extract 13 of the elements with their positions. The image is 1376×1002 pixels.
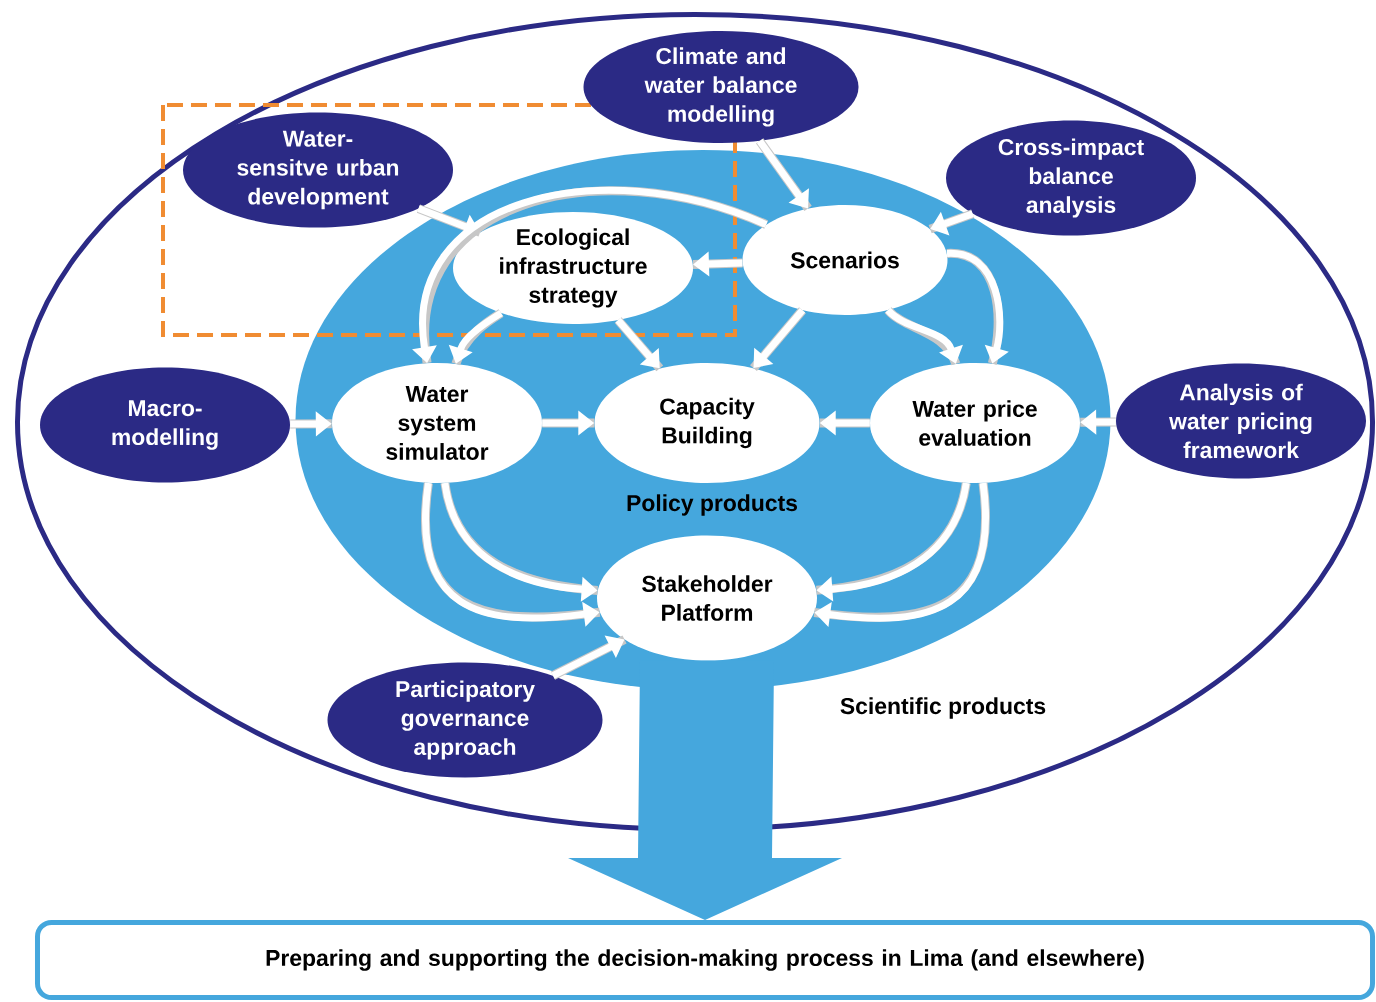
arrow [750,307,806,372]
arrow [614,317,664,372]
arrow [815,482,971,602]
arrow [813,482,990,627]
arrow [884,306,963,366]
region-label: Scientific products [840,697,1046,719]
arrow [756,138,812,212]
block-arrow [568,660,842,920]
region-label: Policy products [627,494,797,516]
outcome-box: Preparing and supporting the decision-making process in Lima (and elsewhere) [35,920,1375,1000]
arrow [551,635,627,680]
arrow [946,248,1009,365]
arrow [928,209,975,236]
